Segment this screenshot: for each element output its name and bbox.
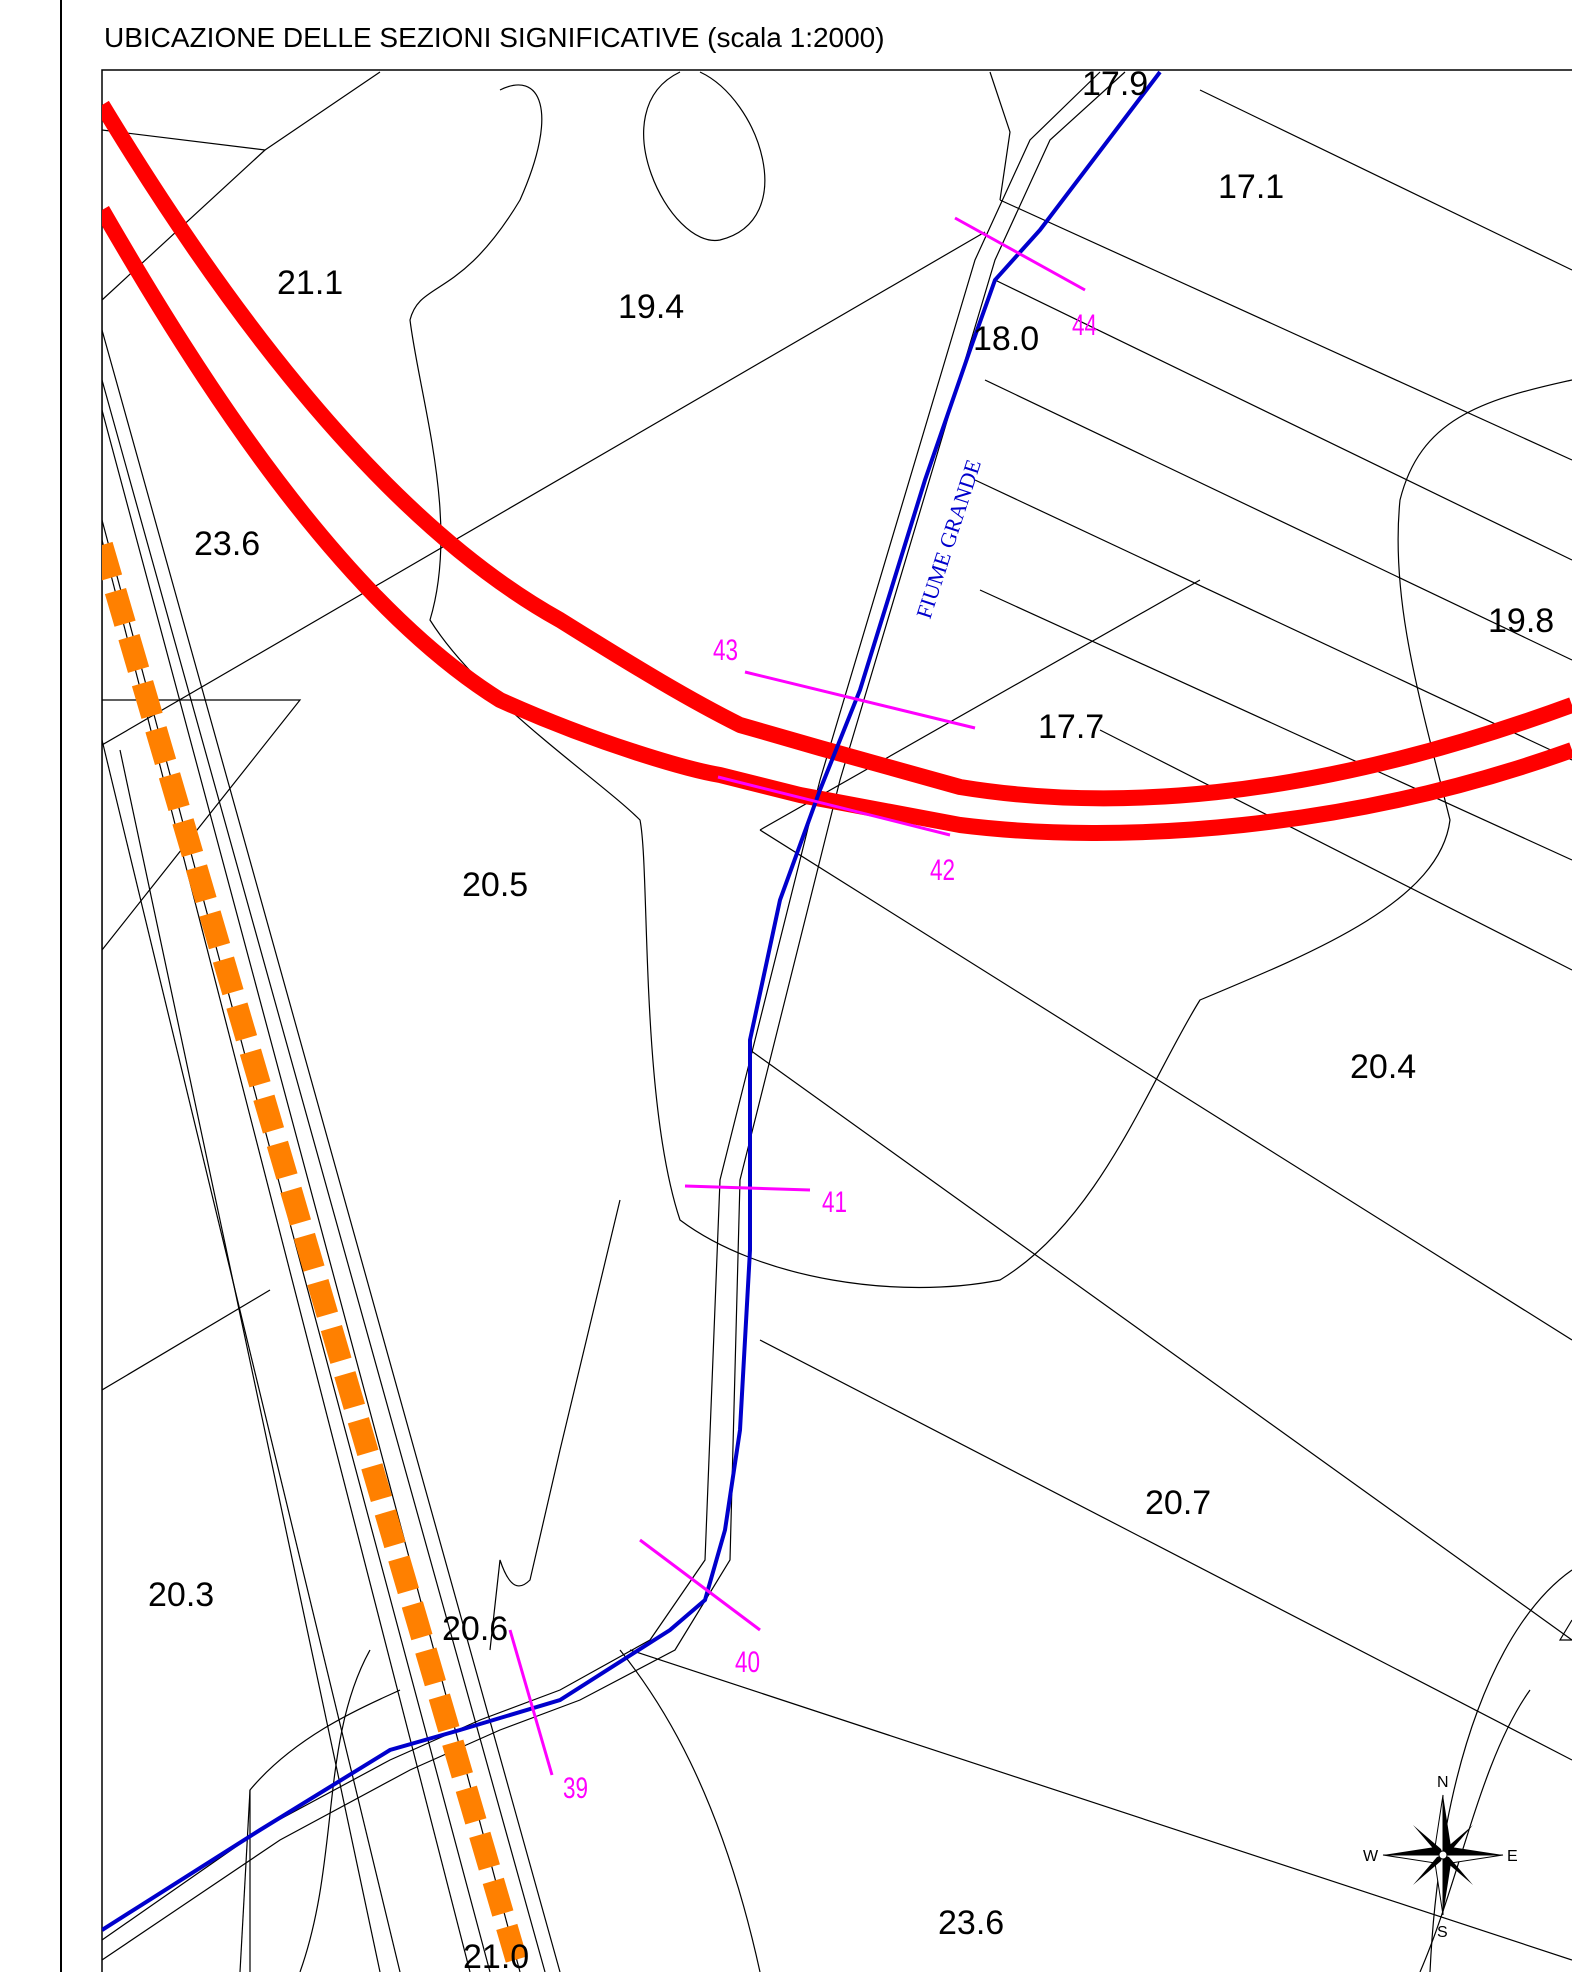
section-line-42[interactable] <box>717 775 951 837</box>
elevation-label: 18.0 <box>973 320 1039 358</box>
elevation-label: 20.6 <box>442 1610 508 1648</box>
elevation-label: 17.9 <box>1082 65 1148 103</box>
railway-dashed-line <box>102 541 531 1972</box>
elevation-label: 20.5 <box>462 866 528 904</box>
page-border <box>60 0 62 1972</box>
section-line-44[interactable] <box>954 216 1086 292</box>
section-line-41[interactable] <box>684 1184 811 1192</box>
compass-west: W <box>1363 1848 1379 1865</box>
section-label-41: 41 <box>822 1185 847 1219</box>
river-label: FIUME GRANDE <box>911 456 986 621</box>
compass-east: E <box>1507 1848 1518 1865</box>
elevation-label: 19.4 <box>618 288 684 326</box>
elevation-label: 20.3 <box>148 1576 214 1614</box>
elevation-label: 19.8 <box>1488 602 1554 640</box>
elevation-label: 17.7 <box>1038 708 1104 746</box>
red-motorway <box>102 100 1572 841</box>
parcel-lines <box>102 71 1572 1972</box>
section-label-42: 42 <box>930 853 955 887</box>
elevation-labels: 17.9 17.1 21.1 19.4 18.0 23.6 19.8 17.7 … <box>148 65 1554 1972</box>
riverside-road <box>102 71 1126 1961</box>
elevation-label: 23.6 <box>194 525 260 563</box>
map-title: UBICAZIONE DELLE SEZIONI SIGNIFICATIVE (… <box>104 22 885 53</box>
section-lines <box>508 216 1086 1776</box>
map-frame <box>101 69 1572 1972</box>
section-label-39: 39 <box>563 1771 588 1805</box>
section-label-44: 44 <box>1072 308 1097 342</box>
elevation-label: 23.6 <box>938 1904 1004 1942</box>
elevation-label: 21.1 <box>277 264 343 302</box>
section-label-43: 43 <box>713 633 738 667</box>
section-line-43[interactable] <box>744 670 976 730</box>
elevation-label: 17.1 <box>1218 168 1284 206</box>
compass-rose-icon: N S E W <box>1363 1774 1518 1941</box>
section-line-39[interactable] <box>508 1629 554 1776</box>
river-fiume-grande[interactable] <box>102 70 1162 1932</box>
section-labels: 44 43 42 41 40 39 <box>563 308 1097 1805</box>
section-line-40[interactable] <box>639 1538 761 1632</box>
elevation-label: 20.7 <box>1145 1484 1211 1522</box>
compass-north: N <box>1437 1774 1449 1791</box>
compass-south: S <box>1437 1924 1448 1941</box>
elevation-label: 21.0 <box>463 1938 529 1972</box>
elevation-label: 20.4 <box>1350 1048 1416 1086</box>
section-label-40: 40 <box>735 1645 760 1679</box>
